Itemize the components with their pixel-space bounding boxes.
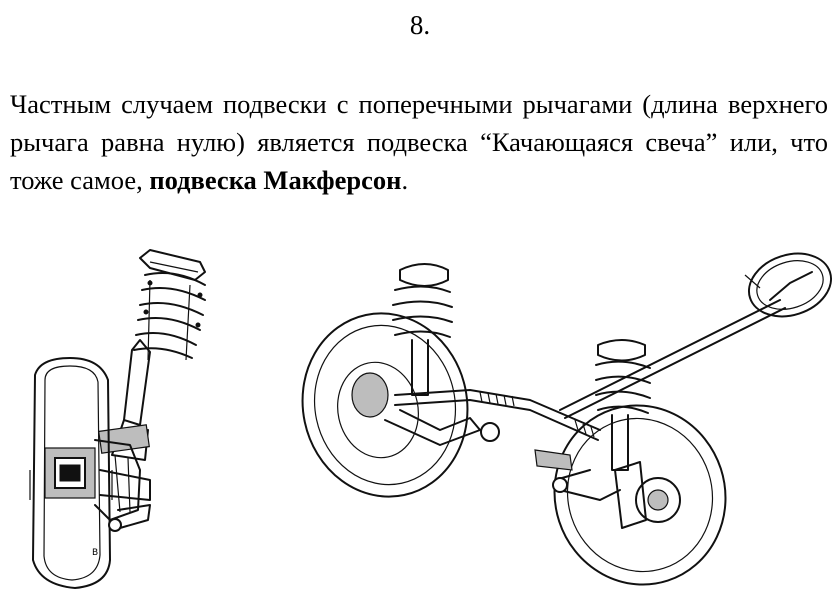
coil-spring-icon xyxy=(133,272,206,361)
tire-section-icon xyxy=(29,357,113,589)
right-strut-icon xyxy=(595,339,651,471)
left-strut-icon xyxy=(392,263,453,396)
strut-body-icon xyxy=(98,339,151,461)
right-wheel-icon xyxy=(553,404,727,586)
left-wheel-icon xyxy=(301,312,469,498)
page-number: 8. xyxy=(409,10,431,40)
bold-term: подвеска Макферсон xyxy=(149,165,402,195)
lower-control-arm-icon xyxy=(384,409,621,501)
macpherson-strut-section-drawing: B xyxy=(29,249,206,589)
paragraph-text: Частным случаем подвески с поперечными р… xyxy=(10,89,828,195)
body-paragraph: Частным случаем подвески с поперечными р… xyxy=(10,85,828,199)
front-suspension-steering-assembly-drawing xyxy=(301,252,833,586)
drawing-letter-label: B xyxy=(92,548,98,558)
strut-top-mount-icon xyxy=(139,249,206,281)
steering-wheel-icon xyxy=(559,252,833,419)
steering-rack-icon xyxy=(394,389,601,471)
paragraph-end: . xyxy=(401,165,409,195)
hub-knuckle-icon xyxy=(44,439,151,532)
